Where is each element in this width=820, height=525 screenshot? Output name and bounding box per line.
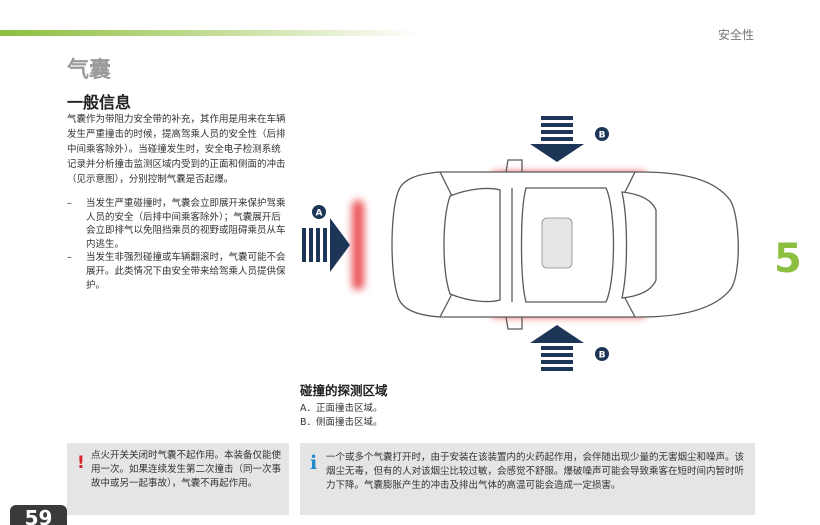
detection-list: A．正面撞击区域。 B．侧面撞击区域。 (300, 402, 383, 430)
page-title: 气囊 (67, 58, 112, 83)
info-icon: i (310, 452, 318, 474)
bullet-item: 当发生非强烈碰撞或车辆翻滚时，气囊可能不会展开。此类情况下由安全带来给驾乘人员提… (67, 251, 289, 292)
section-label: 安全性 (717, 28, 754, 42)
section-subtitle: 一般信息 (67, 93, 132, 112)
marker-b-bottom-label: B (599, 351, 606, 361)
detection-item: A．正面撞击区域。 (300, 403, 383, 414)
crash-detection-diagram: A B B (302, 116, 739, 371)
side-impact-arrow-top (530, 116, 584, 162)
marker-a (312, 205, 326, 219)
warning-text: 点火开关关闭时气囊不起作用。本装备仅能使用一次。如果连续发生第二次撞击（同一次事… (91, 450, 282, 489)
warning-box: ! 点火开关关闭时气囊不起作用。本装备仅能使用一次。如果连续发生第二次撞击（同一… (67, 443, 289, 515)
marker-a-label: A (316, 209, 323, 219)
sunroof (541, 217, 573, 269)
bullet-item: 当发生严重碰撞时，气囊会立即展开来保护驾乘人员的安全（后排中间乘客除外）；气囊展… (67, 197, 289, 251)
bullet-list: 当发生严重碰撞时，气囊会立即展开来保护驾乘人员的安全（后排中间乘客除外）；气囊展… (67, 197, 289, 292)
marker-b-top (595, 127, 609, 141)
intro-paragraph: 气囊作为带阻力安全带的补充，其作用是用来在车辆发生严重撞击的时候，提高驾乘人员的… (67, 114, 286, 185)
side-impact-arrow-bottom (530, 325, 584, 371)
detection-item: B．侧面撞击区域。 (300, 417, 383, 428)
front-impact-arrow (302, 218, 350, 272)
chapter-number: 5 (774, 236, 802, 282)
marker-b-bottom (595, 347, 609, 361)
info-box: i 一个或多个气囊打开时，由于安装在该装置内的火药起作用，会伴随出现少量的无害烟… (300, 443, 755, 515)
warning-exclamation-icon: ! (77, 453, 85, 473)
info-text: 一个或多个气囊打开时，由于安装在该装置内的火药起作用，会伴随出现少量的无害烟尘和… (326, 452, 745, 491)
header-rule (0, 30, 420, 36)
page-number: 59 (10, 505, 67, 525)
marker-b-top-label: B (599, 131, 606, 141)
front-impact-zone (352, 200, 364, 290)
detection-title: 碰撞的探测区域 (300, 383, 388, 398)
